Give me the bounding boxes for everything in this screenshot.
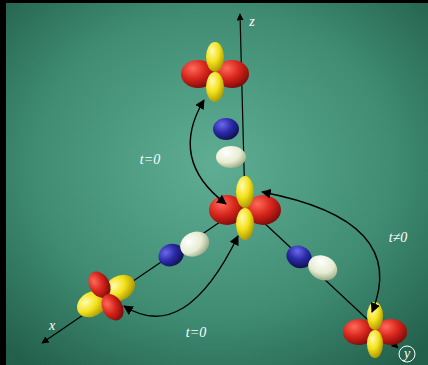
axis-label: x xyxy=(49,319,55,333)
p-orbital xyxy=(213,118,246,168)
hopping-label: t≠0 xyxy=(389,231,408,245)
d-orbital xyxy=(181,42,249,102)
p-orbital xyxy=(282,241,341,286)
x-axis xyxy=(42,205,245,343)
y-axis xyxy=(245,205,398,348)
hopping-label: t=0 xyxy=(140,153,160,167)
label-ring xyxy=(399,346,415,362)
hopping-label: t=0 xyxy=(186,326,206,340)
axis-label: z xyxy=(249,15,254,29)
frame-edge xyxy=(0,0,6,365)
d-orbital xyxy=(209,176,281,240)
axis-label: y xyxy=(404,347,410,361)
p-orbital xyxy=(154,227,213,272)
d-orbital xyxy=(343,302,407,358)
d-orbital xyxy=(65,257,147,336)
hopping-arrow xyxy=(190,100,226,204)
hopping-arrow xyxy=(124,236,238,316)
frame-edge xyxy=(0,0,428,3)
hopping-arrow xyxy=(262,192,380,312)
